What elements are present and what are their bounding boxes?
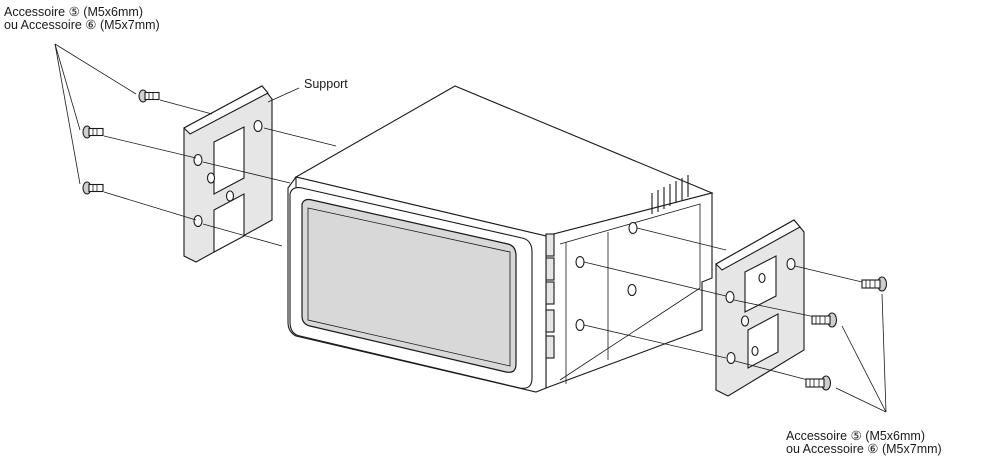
right-alignment-lines (583, 227, 863, 381)
support-label: Support (304, 77, 348, 91)
left-alignment-lines (103, 99, 337, 247)
left-screws (82, 89, 160, 195)
screw-icon (138, 89, 160, 103)
label-line-1: Accessoire ⑤ (M5x6mm) (4, 5, 144, 19)
screw-icon (811, 312, 838, 328)
right-screws (805, 276, 888, 391)
bottom-right-leaders (835, 293, 887, 413)
label-line-2: ou Accessoire ⑥ (M5x7mm) (4, 18, 160, 32)
screw-icon (861, 276, 888, 292)
left-support-bracket (183, 85, 273, 263)
right-support-bracket (715, 219, 805, 397)
screw-icon (82, 125, 104, 139)
label-line-1: Accessoire ⑤ (M5x6mm) (786, 429, 926, 443)
screw-accessory-label-bottom-right: Accessoire ⑤ (M5x6mm) ou Accessoire ⑥ (M… (786, 430, 942, 456)
screw-icon (805, 375, 832, 391)
unit-screen (301, 198, 517, 373)
support-leader (267, 87, 300, 103)
screw-icon (82, 181, 104, 195)
screw-accessory-label-top-left: Accessoire ⑤ (M5x6mm) ou Accessoire ⑥ (M… (4, 6, 160, 32)
head-unit (287, 85, 714, 393)
unit-vents (651, 175, 689, 214)
top-left-leaders (54, 43, 137, 185)
label-line-2: ou Accessoire ⑥ (M5x7mm) (786, 442, 942, 456)
